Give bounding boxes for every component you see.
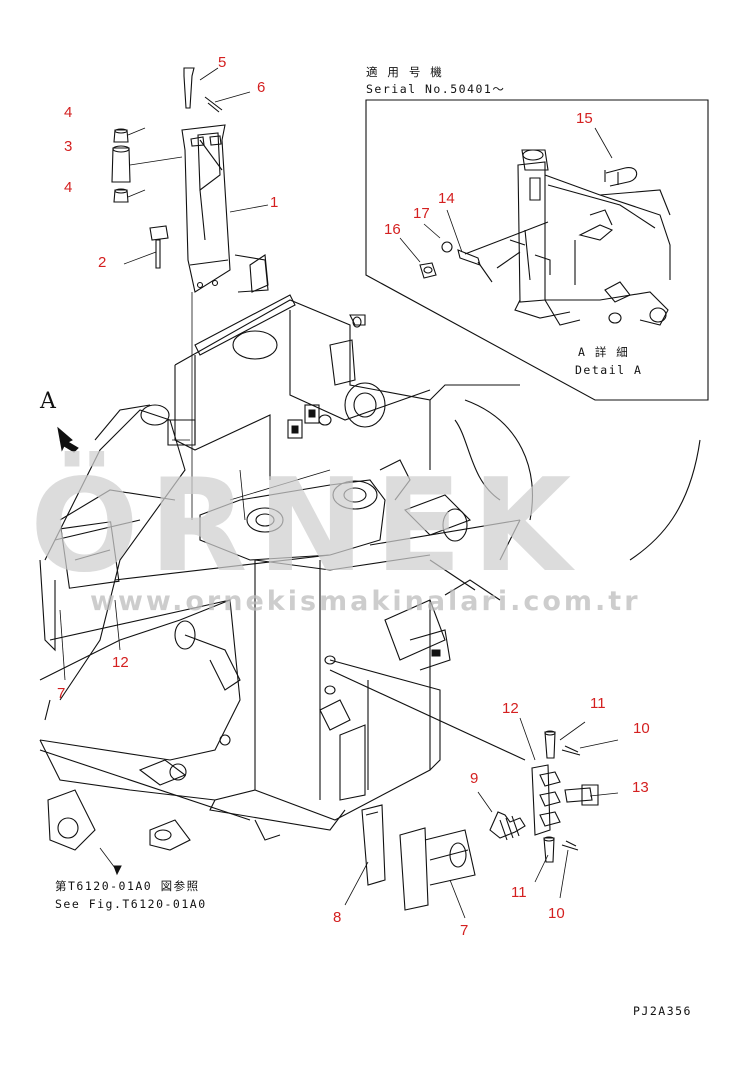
callout-1: 1 xyxy=(270,194,278,211)
drawing-code: PJ2A356 xyxy=(633,1004,692,1018)
detail-a-inset xyxy=(365,99,709,401)
reference-arrowhead xyxy=(113,865,122,876)
callout-numbers: 5 6 4 3 4 1 2 15 14 17 16 12 7 12 11 10 … xyxy=(57,54,650,939)
callout-7-bottom: 7 xyxy=(460,922,468,939)
detail-a-jp-label: A 詳 細 xyxy=(578,345,629,359)
callout-15: 15 xyxy=(576,110,593,127)
inset-serial-label: Serial No.50401～ xyxy=(366,82,505,96)
callout-3: 3 xyxy=(64,138,72,155)
reference-jp-label: 第T6120-01A0 図参照 xyxy=(55,879,200,893)
callout-6: 6 xyxy=(257,79,265,96)
callout-4-bottom: 4 xyxy=(64,179,72,196)
callout-9: 9 xyxy=(470,770,478,787)
inset-applicable-label: 適 用 号 機 xyxy=(366,65,443,79)
watermark-brand: ÖRNEK xyxy=(30,451,581,601)
detail-a-en-label: Detail A xyxy=(575,363,642,377)
callout-17: 17 xyxy=(413,205,430,222)
view-arrow-a xyxy=(57,426,79,453)
callout-11-bottom: 11 xyxy=(511,884,527,901)
callout-12-right: 12 xyxy=(502,700,519,717)
callout-10-top: 10 xyxy=(633,720,650,737)
callout-11-top: 11 xyxy=(590,695,606,712)
reference-en-label: See Fig.T6120-01A0 xyxy=(55,897,207,911)
view-label-a: A xyxy=(39,389,57,414)
callout-16: 16 xyxy=(384,221,401,238)
callout-8: 8 xyxy=(333,909,341,926)
lower-bracket-parts xyxy=(361,730,599,911)
callout-4-top: 4 xyxy=(64,104,72,121)
inset-frame xyxy=(365,99,709,401)
callout-2: 2 xyxy=(98,254,106,271)
callout-10-bottom: 10 xyxy=(548,905,565,922)
bracket-assembly-parts xyxy=(111,67,231,520)
callout-12-left: 12 xyxy=(112,654,129,671)
callout-5: 5 xyxy=(218,54,226,71)
callout-13: 13 xyxy=(632,779,649,796)
callout-7-left: 7 xyxy=(57,685,65,702)
leader-lines xyxy=(59,67,619,919)
watermark-url: www.ornekismakinalari.com.tr xyxy=(90,586,641,617)
callout-14: 14 xyxy=(438,190,455,207)
